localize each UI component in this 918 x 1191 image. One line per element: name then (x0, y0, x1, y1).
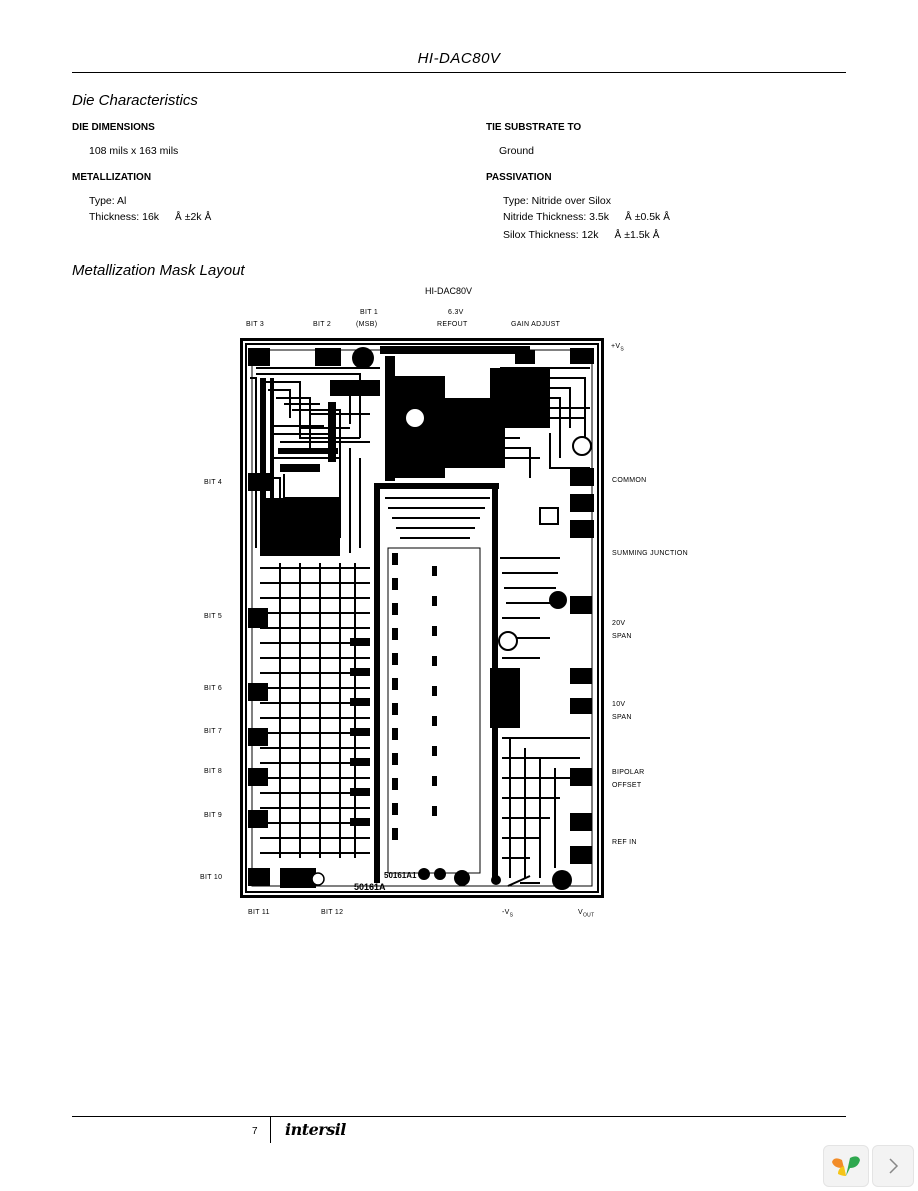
metallization-type: Type: Al (89, 195, 127, 207)
tie-substrate-value: Ground (499, 145, 535, 157)
pin-label-bit8: BIT 8 (204, 768, 223, 775)
pin-label-gain-adjust: GAIN ADJUST (511, 321, 561, 328)
pin-label-10v-span: SPAN (612, 714, 632, 721)
pin-label-10v: 10V (612, 701, 626, 708)
page-number: 7 (252, 1126, 258, 1137)
section-title-die-characteristics: Die Characteristics (72, 92, 198, 109)
next-page-button[interactable] (872, 1145, 914, 1187)
nitride-thickness-tolerance: ±0.5k (634, 211, 661, 223)
mask-layout-chip-title: HI-DAC80V (425, 286, 473, 296)
pin-label-vout: VOUT (578, 909, 595, 919)
pin-label-bit6: BIT 6 (204, 685, 223, 692)
passivation-type: Type: Nitride over Silox (503, 195, 611, 207)
pin-label-msb: (MSB) (356, 321, 378, 328)
chevron-right-icon (889, 1158, 899, 1174)
pin-label-ref-in: REF IN (612, 839, 637, 846)
header-rule (72, 72, 846, 73)
viewer-logo-button[interactable] (823, 1145, 869, 1187)
angstrom-unit: Å (663, 212, 670, 223)
pin-label-20v: 20V (612, 620, 626, 627)
pin-label-bit10: BIT 10 (200, 874, 223, 881)
pin-label-bit3: BIT 3 (246, 321, 265, 328)
footer-divider (270, 1117, 271, 1143)
die-marking-1: 50161A1 (384, 871, 417, 880)
angstrom-unit: Å (175, 212, 182, 223)
pin-label-6-3v: 6.3V (448, 309, 464, 316)
document-header-title: HI-DAC80V (417, 50, 501, 67)
pin-label-refout: REFOUT (437, 321, 468, 328)
metallization-mask-image: 50161A1 50161A (240, 338, 604, 898)
section-title-mask-layout: Metallization Mask Layout (72, 262, 245, 279)
metallization-thickness-label: Thickness: 16k (89, 211, 160, 223)
pin-label-bit2: BIT 2 (313, 321, 332, 328)
pin-label-bit7: BIT 7 (204, 728, 223, 735)
pin-label-bit11: BIT 11 (248, 909, 270, 916)
pin-label-bit5: BIT 5 (204, 613, 223, 620)
angstrom-unit: Å (625, 212, 632, 223)
footer-rule (72, 1116, 846, 1117)
angstrom-unit: Å (204, 212, 212, 223)
metallization-thickness-tolerance: ±2k (184, 211, 202, 223)
angstrom-unit: Å (652, 230, 660, 241)
passivation-label: PASSIVATION (486, 172, 552, 183)
die-marking-2: 50161A (354, 882, 386, 892)
pin-label-bit9: BIT 9 (204, 812, 223, 819)
pin-label-bipolar: BIPOLAR (612, 769, 645, 776)
pin-label-offset: OFFSET (612, 782, 642, 789)
die-dimensions-value: 108 mils x 163 mils (89, 145, 179, 157)
die-dimensions-label: DIE DIMENSIONS (72, 122, 155, 133)
tie-substrate-label: TIE SUBSTRATE TO (486, 122, 582, 133)
nitride-thickness-label: Nitride Thickness: 3.5k (503, 211, 610, 223)
pin-label-bit1: BIT 1 (360, 309, 379, 316)
pin-label-common: COMMON (612, 477, 647, 484)
silox-thickness-label: Silox Thickness: 12k (503, 229, 599, 241)
metallization-label: METALLIZATION (72, 172, 152, 183)
butterfly-icon (832, 1156, 860, 1176)
pin-label-vs-negative: -VS (502, 909, 514, 919)
silox-thickness-tolerance: ±1.5k (624, 229, 650, 241)
pin-label-bit12: BIT 12 (321, 909, 344, 916)
angstrom-unit: Å (614, 230, 622, 241)
intersil-logo: intersil (285, 1120, 346, 1139)
pin-label-bit4: BIT 4 (204, 479, 223, 486)
pin-label-summing-junction: SUMMING JUNCTION (612, 550, 688, 557)
pin-label-vs-positive: +VS (611, 343, 624, 353)
pin-label-20v-span: SPAN (612, 633, 632, 640)
